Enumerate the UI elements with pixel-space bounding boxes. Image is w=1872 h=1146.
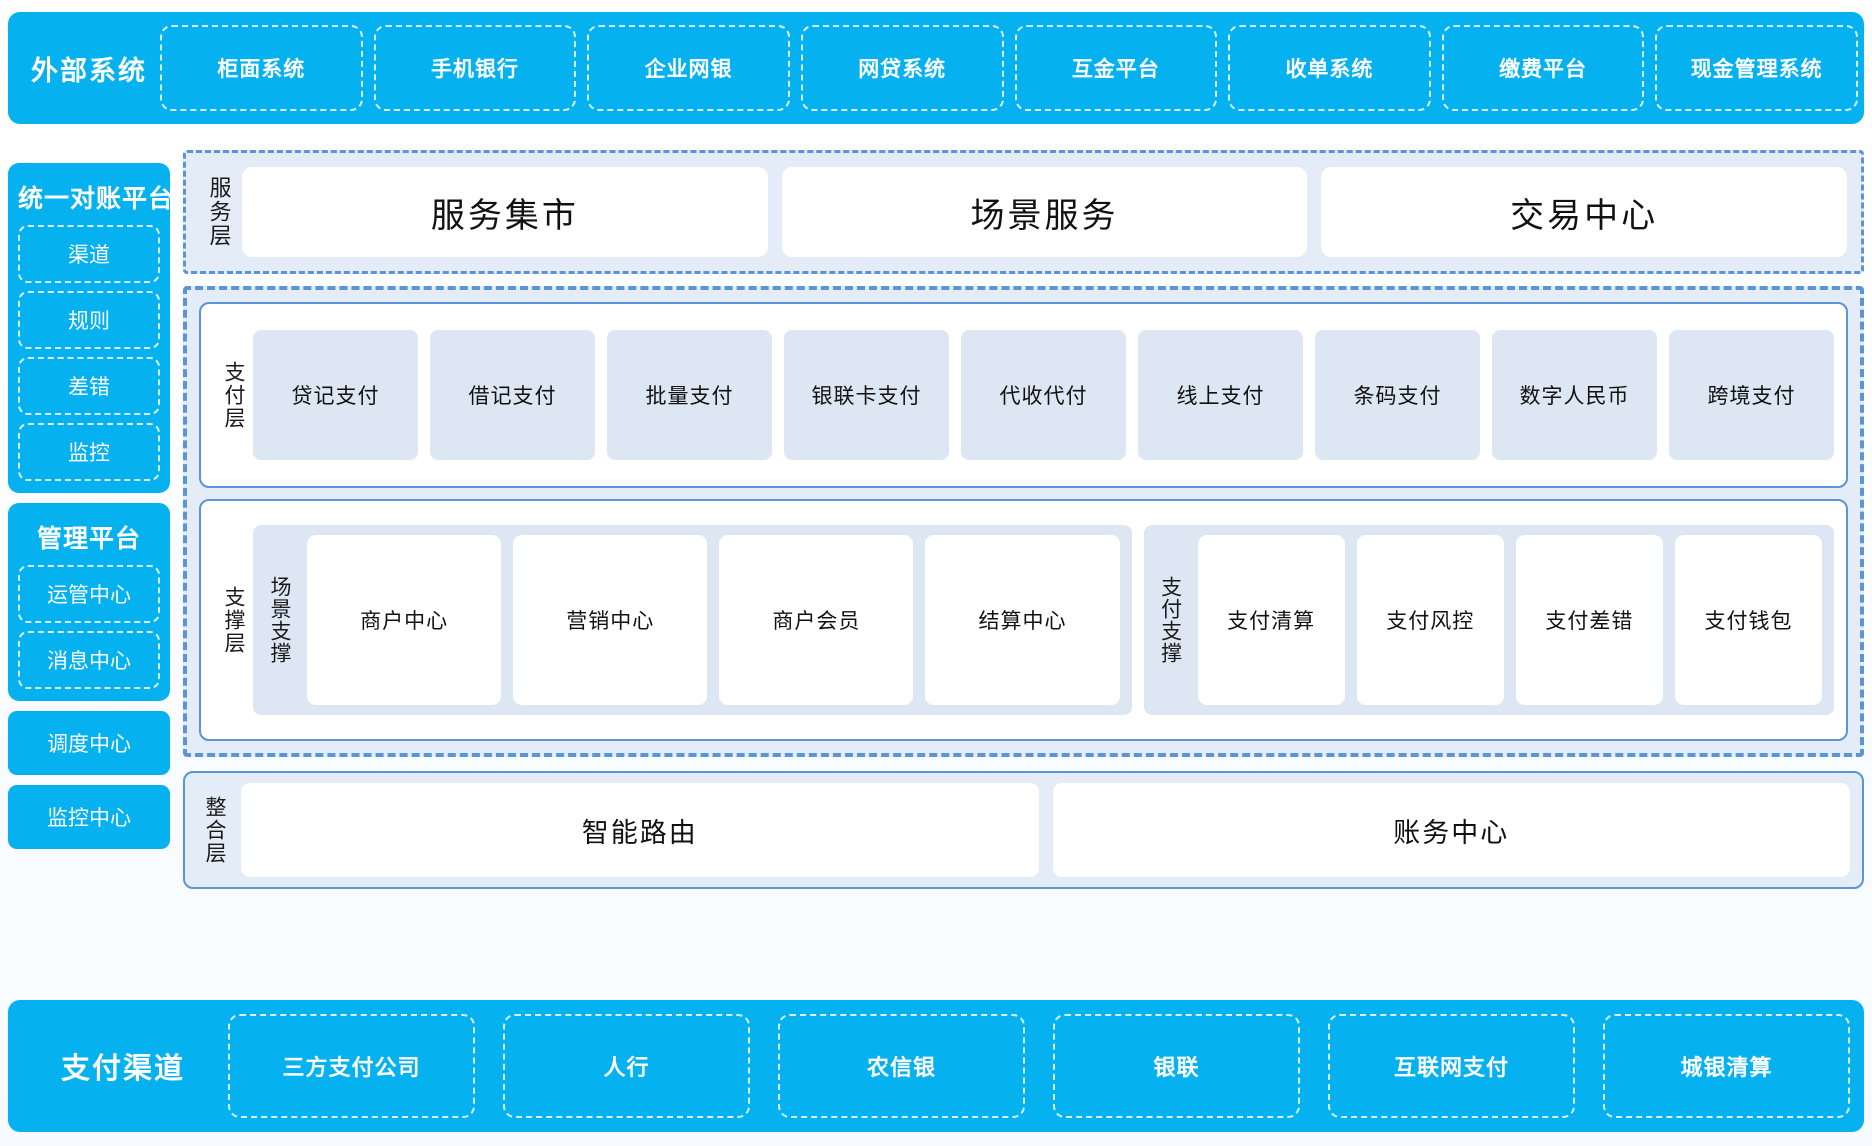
payment-card-credit[interactable]: 贷记支付 xyxy=(253,330,418,460)
payment-card-barcode[interactable]: 条码支付 xyxy=(1315,330,1480,460)
support-card-payment-error[interactable]: 支付差错 xyxy=(1515,535,1663,705)
service-card-scenario[interactable]: 场景服务 xyxy=(781,167,1308,257)
reconciliation-item-rule[interactable]: 规则 xyxy=(18,291,160,349)
payment-card-online[interactable]: 线上支付 xyxy=(1138,330,1303,460)
payment-support-label: 支付支撑 xyxy=(1158,576,1182,664)
channel-item-pboc[interactable]: 人行 xyxy=(503,1014,750,1118)
payment-layer-items: 贷记支付 借记支付 批量支付 银联卡支付 代收代付 线上支付 条码支付 数字人民… xyxy=(253,314,1834,476)
external-system-item[interactable]: 手机银行 xyxy=(373,25,577,111)
support-layer-groups: 场景支撑 商户中心 营销中心 商户会员 结算中心 支付支撑 支付清算 支付风控 xyxy=(253,511,1834,729)
payment-card-debit[interactable]: 借记支付 xyxy=(430,330,595,460)
support-card-marketing-center[interactable]: 营销中心 xyxy=(513,535,708,705)
channel-item-city-clearing[interactable]: 城银清算 xyxy=(1603,1014,1850,1118)
channel-item-thirdparty[interactable]: 三方支付公司 xyxy=(228,1014,475,1118)
reconciliation-platform-title: 统一对账平台 xyxy=(18,185,175,213)
integration-card-smart-routing[interactable]: 智能路由 xyxy=(241,783,1039,877)
external-systems-title: 外部系统 xyxy=(31,55,147,86)
payment-card-batch[interactable]: 批量支付 xyxy=(607,330,772,460)
support-card-payment-wallet[interactable]: 支付钱包 xyxy=(1674,535,1822,705)
integration-layer-items: 智能路由 账务中心 xyxy=(235,783,1850,877)
core-capability-container: 支付层 贷记支付 借记支付 批量支付 银联卡支付 代收代付 线上支付 条码支付 … xyxy=(183,286,1864,757)
service-layer-items: 服务集市 场景服务 交易中心 xyxy=(242,167,1848,257)
payment-card-unionpay[interactable]: 银联卡支付 xyxy=(784,330,949,460)
support-layer-label: 支撑层 xyxy=(222,585,246,655)
management-platform-title: 管理平台 xyxy=(36,525,141,553)
external-system-item[interactable]: 收单系统 xyxy=(1228,25,1431,111)
service-layer-label: 服务层 xyxy=(206,176,232,248)
payment-channel-list: 三方支付公司 人行 农信银 银联 互联网支付 城银清算 xyxy=(228,1014,1864,1118)
reconciliation-platform-panel: 统一对账平台 渠道 规则 差错 监控 xyxy=(8,163,175,493)
reconciliation-item-monitor[interactable]: 监控 xyxy=(18,423,160,481)
channel-item-internet-payment[interactable]: 互联网支付 xyxy=(1328,1014,1575,1118)
payment-card-crossborder[interactable]: 跨境支付 xyxy=(1669,330,1834,460)
reconciliation-item-channel[interactable]: 渠道 xyxy=(18,225,160,283)
management-platform-panel: 管理平台 运管中心 消息中心 xyxy=(8,503,170,701)
support-card-merchant-center[interactable]: 商户中心 xyxy=(307,535,502,705)
scene-support-label: 场景支撑 xyxy=(268,576,292,664)
payment-layer-section: 支付层 贷记支付 借记支付 批量支付 银联卡支付 代收代付 线上支付 条码支付 … xyxy=(199,302,1848,488)
management-item-operations-center[interactable]: 运管中心 xyxy=(18,565,160,623)
support-card-merchant-member[interactable]: 商户会员 xyxy=(719,535,914,705)
payment-channel-band: 支付渠道 三方支付公司 人行 农信银 银联 互联网支付 城银清算 xyxy=(8,1000,1864,1132)
external-systems-list: 柜面系统 手机银行 企业网银 网贷系统 互金平台 收单系统 缴费平台 现金管理系… xyxy=(160,25,1864,111)
payment-card-collection[interactable]: 代收代付 xyxy=(961,330,1126,460)
support-card-payment-riskcontrol[interactable]: 支付风控 xyxy=(1356,535,1504,705)
service-layer-section: 服务层 服务集市 场景服务 交易中心 xyxy=(183,150,1864,274)
service-card-transaction[interactable]: 交易中心 xyxy=(1321,167,1848,257)
external-system-item[interactable]: 网贷系统 xyxy=(800,25,1004,111)
scheduling-center-block[interactable]: 调度中心 xyxy=(8,711,170,775)
external-system-item[interactable]: 现金管理系统 xyxy=(1655,25,1858,111)
scene-support-items: 商户中心 营销中心 商户会员 结算中心 xyxy=(299,535,1120,705)
payment-channel-title: 支付渠道 xyxy=(60,1053,185,1085)
external-system-item[interactable]: 企业网银 xyxy=(587,25,790,111)
monitoring-center-block[interactable]: 监控中心 xyxy=(8,785,170,849)
integration-layer-label: 整合层 xyxy=(203,795,227,865)
external-systems-band: 外部系统 柜面系统 手机银行 企业网银 网贷系统 互金平台 收单系统 缴费平台 … xyxy=(8,12,1864,124)
support-layer-section: 支撑层 场景支撑 商户中心 营销中心 商户会员 结算中心 支付支撑 xyxy=(199,499,1848,741)
channel-item-rcc[interactable]: 农信银 xyxy=(778,1014,1025,1118)
external-system-item[interactable]: 柜面系统 xyxy=(160,25,363,111)
payment-support-group: 支付支撑 支付清算 支付风控 支付差错 支付钱包 xyxy=(1143,525,1834,715)
external-system-item[interactable]: 缴费平台 xyxy=(1441,25,1645,111)
support-card-payment-clearing[interactable]: 支付清算 xyxy=(1197,535,1345,705)
platform-main-area: 服务层 服务集市 场景服务 交易中心 支付层 贷记支付 借记支付 批量支付 银联… xyxy=(183,150,1864,889)
scene-support-group: 场景支撑 商户中心 营销中心 商户会员 结算中心 xyxy=(253,525,1132,715)
payment-card-digital-rmb[interactable]: 数字人民币 xyxy=(1492,330,1657,460)
integration-layer-section: 整合层 智能路由 账务中心 xyxy=(183,771,1864,889)
reconciliation-item-error[interactable]: 差错 xyxy=(18,357,160,415)
left-platform-column: 统一对账平台 渠道 规则 差错 监控 管理平台 运管中心 消息中心 调度中心 监… xyxy=(8,163,175,859)
management-item-message-center[interactable]: 消息中心 xyxy=(18,631,160,689)
support-card-settlement-center[interactable]: 结算中心 xyxy=(925,535,1120,705)
service-card-market[interactable]: 服务集市 xyxy=(242,167,768,257)
channel-item-unionpay[interactable]: 银联 xyxy=(1053,1014,1300,1118)
external-system-item[interactable]: 互金平台 xyxy=(1014,25,1218,111)
payment-layer-label: 支付层 xyxy=(222,360,246,430)
payment-support-items: 支付清算 支付风控 支付差错 支付钱包 xyxy=(1190,535,1822,705)
integration-card-accounting-center[interactable]: 账务中心 xyxy=(1052,783,1850,877)
